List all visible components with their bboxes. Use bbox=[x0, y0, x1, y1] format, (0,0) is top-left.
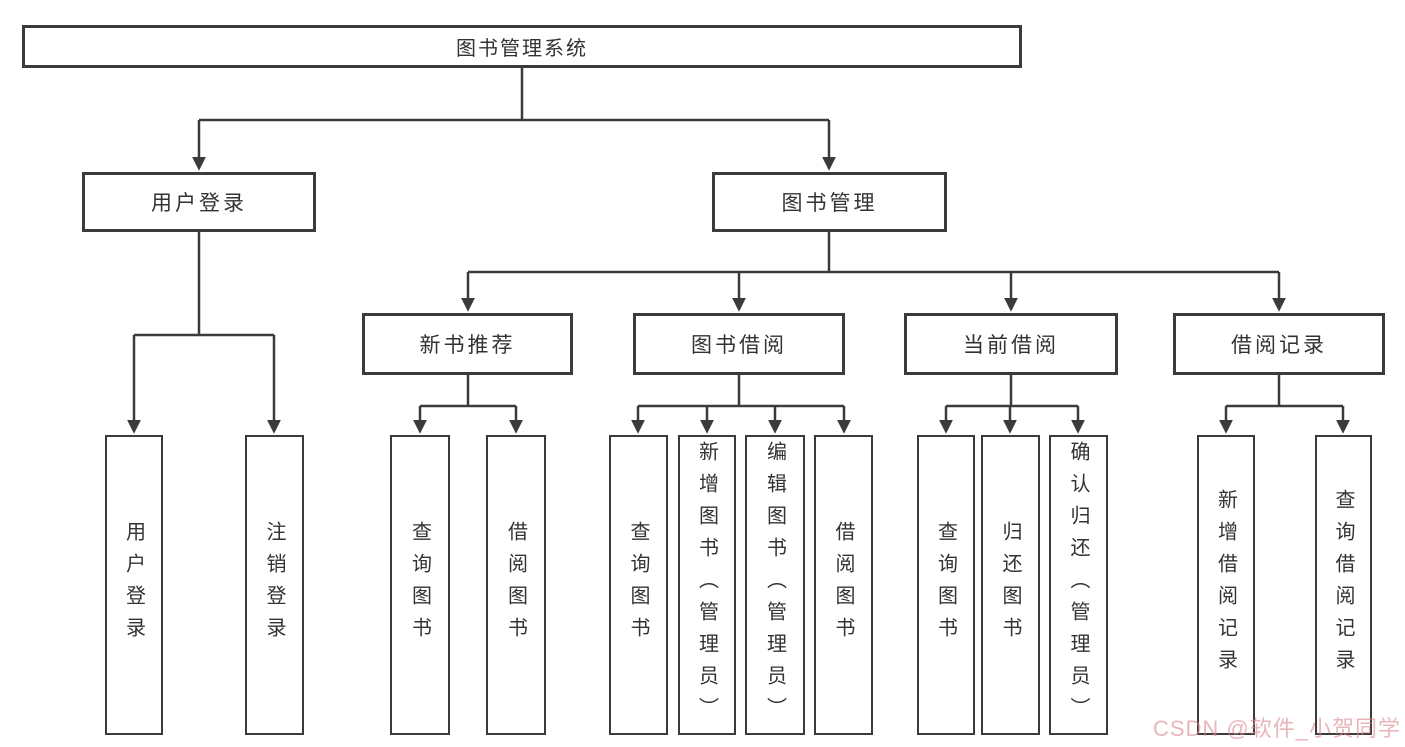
connector-user-login-rail bbox=[134, 232, 274, 337]
node-query-books-rec: 查询图书 bbox=[390, 435, 450, 735]
node-label: 借阅记录 bbox=[1231, 334, 1327, 357]
connector-borrow-record-rail bbox=[1226, 375, 1343, 408]
node-query-borrow-record: 查询借阅记录 bbox=[1315, 435, 1372, 735]
node-label: 图书借阅 bbox=[691, 334, 787, 357]
node-borrow-books-leaf: 借阅图书 bbox=[814, 435, 873, 735]
node-label: 用户登录 bbox=[122, 521, 145, 649]
node-confirm-return-admin: 确认归还（管理员） bbox=[1049, 435, 1108, 735]
node-label: 查询图书 bbox=[627, 521, 649, 649]
connector-book-borrow-rail bbox=[638, 375, 844, 408]
node-book-borrowing: 图书借阅 bbox=[633, 313, 845, 375]
node-label: 图书管理 bbox=[781, 192, 878, 215]
node-label: 借阅图书 bbox=[832, 521, 854, 649]
node-add-books-admin: 新增图书（管理员） bbox=[678, 435, 736, 735]
node-return-books: 归还图书 bbox=[981, 435, 1040, 735]
node-library-management-system: 图书管理系统 bbox=[22, 25, 1022, 68]
connector-new-book-rec-rail bbox=[420, 375, 516, 408]
node-label: 新增借阅记录 bbox=[1214, 489, 1237, 681]
node-label: 编辑图书（管理员） bbox=[763, 441, 786, 729]
node-edit-books-admin: 编辑图书（管理员） bbox=[745, 435, 805, 735]
node-label: 当前借阅 bbox=[963, 334, 1059, 357]
node-add-borrow-record: 新增借阅记录 bbox=[1197, 435, 1255, 735]
node-label: 新增图书（管理员） bbox=[695, 441, 718, 729]
node-query-books-borrow: 查询图书 bbox=[609, 435, 668, 735]
node-label: 图书管理系统 bbox=[456, 38, 588, 60]
connector-root-rail bbox=[199, 68, 829, 122]
node-logout: 注销登录 bbox=[245, 435, 304, 735]
node-label: 查询图书 bbox=[934, 521, 957, 649]
node-label: 确认归还（管理员） bbox=[1067, 441, 1089, 729]
node-book-management: 图书管理 bbox=[712, 172, 947, 232]
node-label: 用户登录 bbox=[151, 192, 247, 215]
node-borrowing-records: 借阅记录 bbox=[1173, 313, 1385, 375]
node-label: 查询借阅记录 bbox=[1332, 489, 1354, 681]
connector-current-borrow-rail bbox=[946, 375, 1078, 408]
node-label: 注销登录 bbox=[263, 521, 285, 649]
node-label: 借阅图书 bbox=[504, 521, 527, 649]
node-label: 查询图书 bbox=[408, 521, 431, 649]
csdn-watermark: CSDN @软件_小贺同学 bbox=[1152, 716, 1401, 741]
node-borrow-books-rec: 借阅图书 bbox=[486, 435, 546, 735]
node-user-login-branch: 用户登录 bbox=[82, 172, 316, 232]
node-new-book-recommendation: 新书推荐 bbox=[362, 313, 573, 375]
node-label: 归还图书 bbox=[999, 521, 1021, 649]
node-label: 新书推荐 bbox=[419, 334, 516, 357]
node-current-borrowing: 当前借阅 bbox=[904, 313, 1118, 375]
node-user-login-leaf: 用户登录 bbox=[105, 435, 163, 735]
node-query-books-current: 查询图书 bbox=[917, 435, 975, 735]
connector-book-mgmt-rail bbox=[468, 232, 1279, 274]
